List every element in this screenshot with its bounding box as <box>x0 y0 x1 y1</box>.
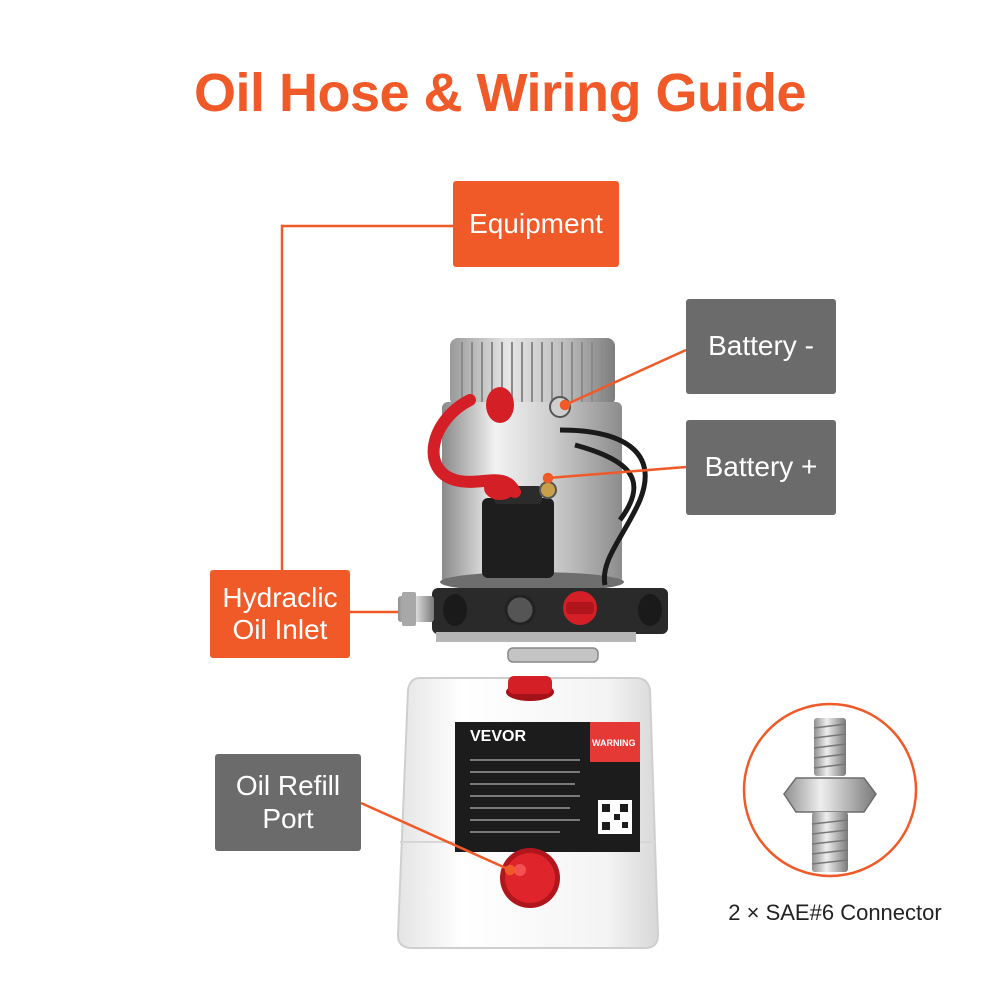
sae6-connector-icon <box>783 718 877 872</box>
battery-positive-terminal <box>539 481 557 499</box>
connector-caption: 2 × SAE#6 Connector <box>728 900 942 925</box>
connector-inset <box>742 702 918 878</box>
black-wires <box>559 427 648 586</box>
tank-top-cap <box>506 676 554 701</box>
refill-callout-line <box>360 801 511 872</box>
callout-lines <box>280 224 687 876</box>
product-brand: VEVOR <box>470 728 527 745</box>
battery-positive-callout-line <box>547 465 687 480</box>
battery-positive-label-text: Battery + <box>704 451 818 483</box>
motor-fins <box>450 338 615 406</box>
hydraulic-oil-inlet-label: Hydraclic Oil Inlet <box>210 570 350 658</box>
oil-refill-port-label-text: Oil Refill Port <box>235 770 341 834</box>
hydraulic-oil-inlet-label-text: Hydraclic Oil Inlet <box>222 581 338 645</box>
battery-negative-callout-line <box>564 348 687 407</box>
battery-negative-label-text: Battery - <box>708 330 814 362</box>
equipment-label: Equipment <box>453 181 619 267</box>
oil-refill-port-label: Oil Refill Port <box>215 754 361 851</box>
equipment-callout-line <box>280 224 453 570</box>
product-warning: WARNING <box>592 738 636 748</box>
solenoid <box>482 498 554 578</box>
valve-manifold <box>432 588 668 634</box>
equipment-label-text: Equipment <box>469 207 603 239</box>
page-title: Oil Hose & Wiring Guide <box>193 63 807 123</box>
battery-negative-label: Battery - <box>686 299 836 394</box>
product-label <box>455 722 640 852</box>
oil-refill-cap <box>500 848 560 908</box>
battery-positive-label: Battery + <box>686 420 836 515</box>
oil-inlet-fitting <box>398 592 434 626</box>
hose-clamp <box>507 647 599 663</box>
release-valve-knob <box>563 591 597 625</box>
